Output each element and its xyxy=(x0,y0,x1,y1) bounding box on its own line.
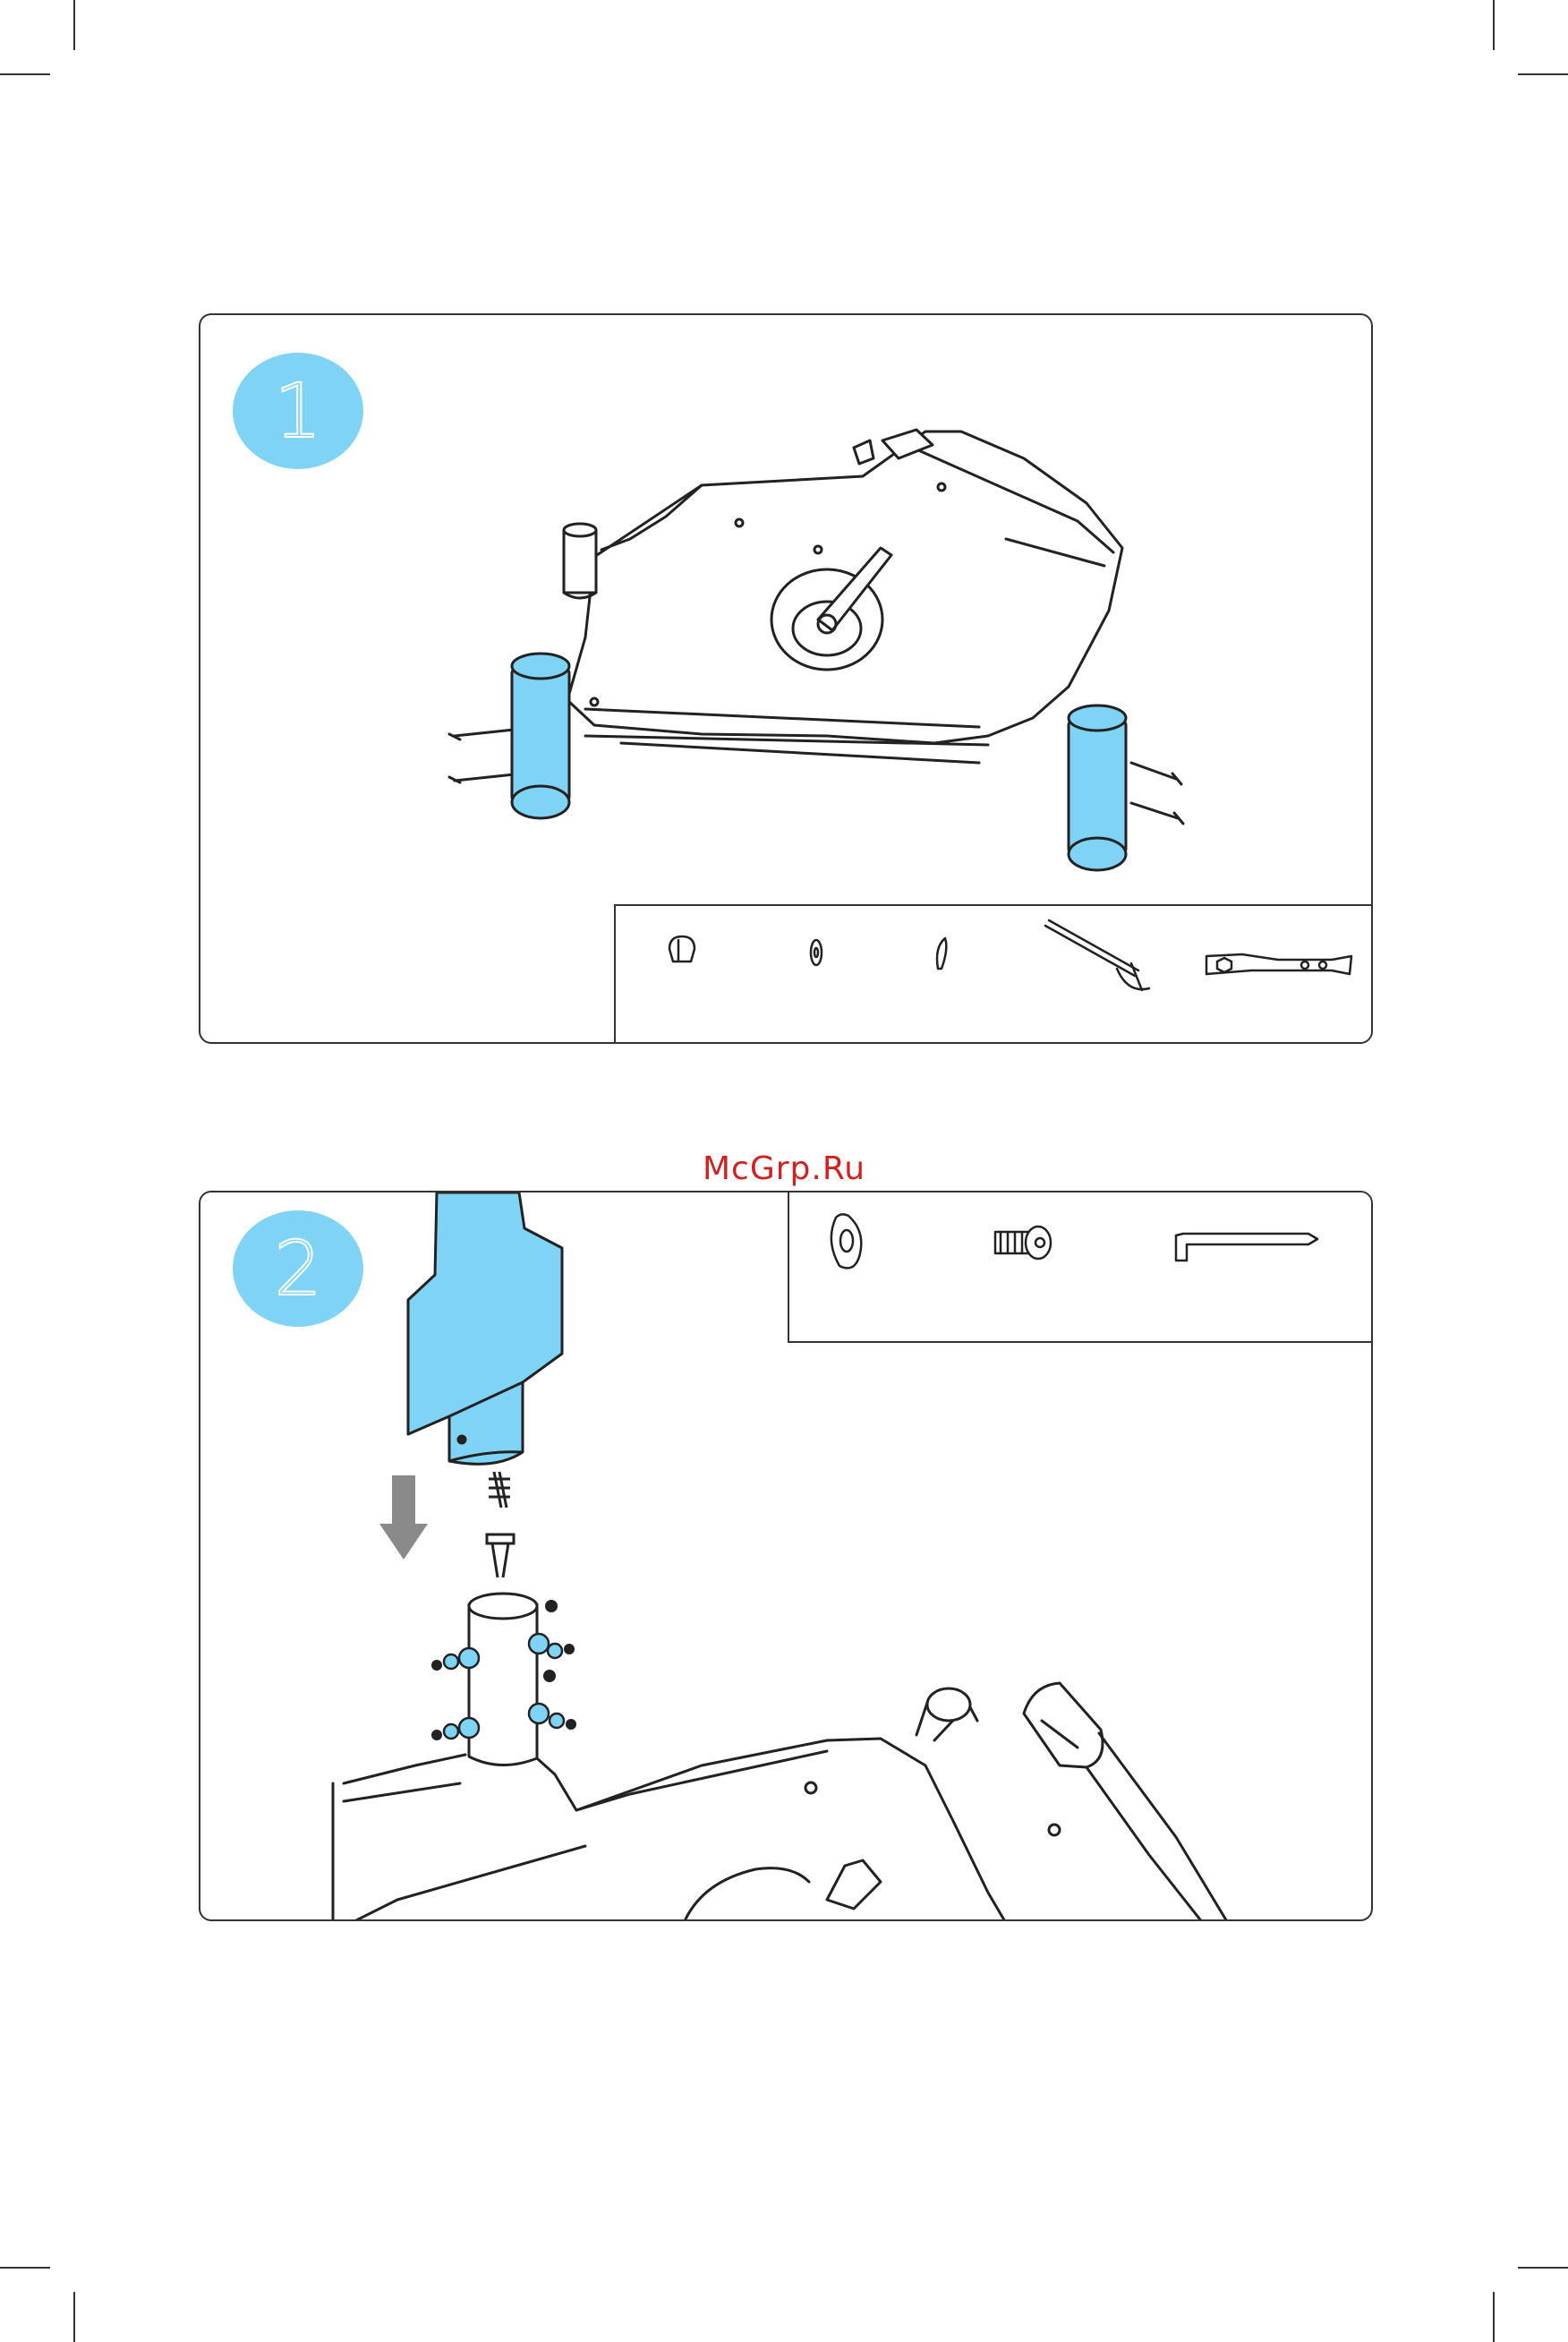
down-arrow-icon xyxy=(379,1475,428,1560)
arc-washer-icon xyxy=(831,1214,861,1268)
crop-mark xyxy=(0,2267,50,2269)
washer-icon xyxy=(811,940,822,965)
crop-mark xyxy=(1493,0,1495,50)
watermark: McGrp.Ru xyxy=(0,1150,1568,1187)
step-2-panel: 2 xyxy=(199,1191,1373,1921)
step-1-hardware-icons xyxy=(616,906,1373,1044)
allen-key-icon xyxy=(1176,1234,1317,1261)
hex-bolt-icon xyxy=(995,1227,1051,1259)
step-2-hardware-box xyxy=(788,1191,1373,1343)
step-1-hardware-box xyxy=(614,904,1373,1044)
curved-washer-icon xyxy=(937,938,946,969)
crop-mark xyxy=(0,73,50,75)
carriage-bolt-icon xyxy=(1045,920,1149,990)
crop-mark xyxy=(1518,2267,1568,2269)
crop-mark xyxy=(73,2292,75,2342)
step-2-hardware-icons xyxy=(789,1191,1373,1343)
multi-wrench-icon xyxy=(1206,954,1351,974)
cap-nut-icon xyxy=(669,936,695,962)
crop-mark xyxy=(1518,73,1568,75)
crop-mark xyxy=(1493,2292,1495,2342)
step-1-panel: 1 xyxy=(199,313,1373,1044)
crop-mark xyxy=(73,0,75,50)
